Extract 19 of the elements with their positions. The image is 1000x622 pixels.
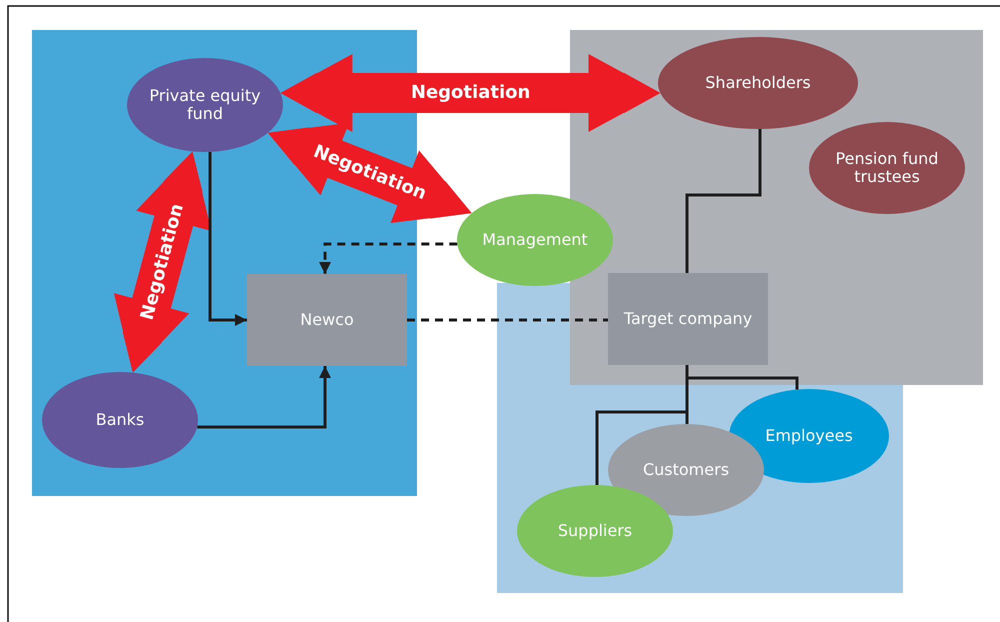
connector [208,152,247,326]
node-label: Private equity fund [149,86,261,124]
dashed-connector [407,318,608,322]
node-label: Management [482,230,588,250]
node-label: Employees [765,426,853,446]
negotiation-arrow [280,57,660,129]
process-box [608,273,768,365]
node-label: Banks [96,410,144,430]
node-label: Shareholders [705,74,811,92]
node-label: Newco [300,310,354,330]
process-box [247,274,407,366]
dashed-connector [319,242,458,274]
node-label: Suppliers [558,522,632,540]
connector [686,129,762,273]
node-label: Pension fund trustees [834,150,940,186]
node-label: Target company [624,310,752,328]
connector [197,366,331,428]
node-label: Customers [642,460,730,480]
negotiation-arrow [268,122,472,224]
